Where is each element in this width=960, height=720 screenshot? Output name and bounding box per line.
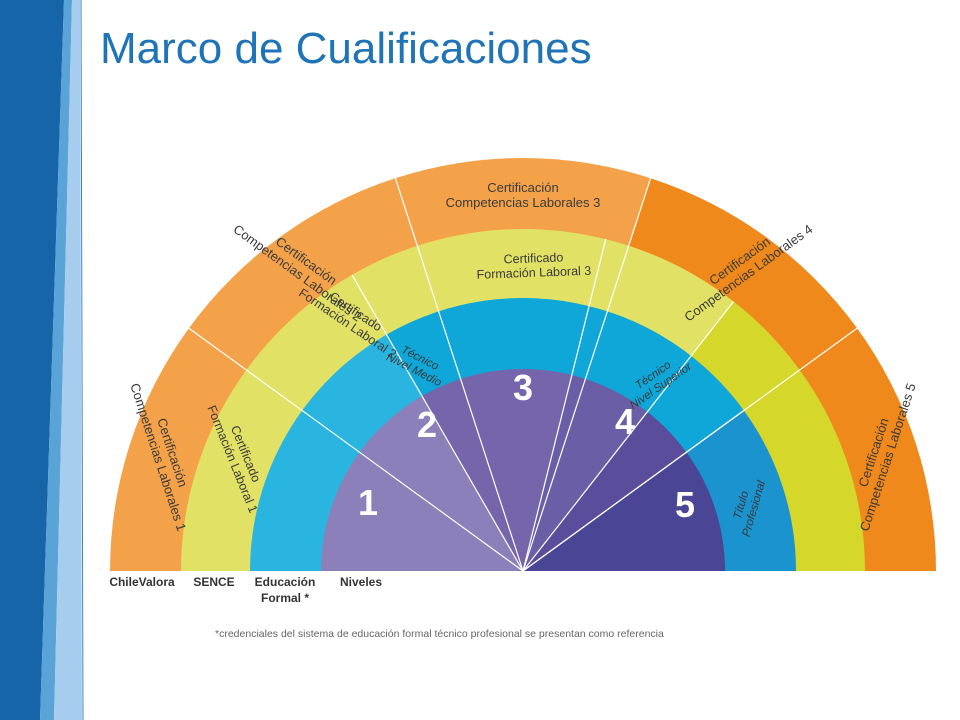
nivel-number-2: 2 [417,404,437,445]
nivel-segment-3 [523,375,648,571]
nivel-number-1: 1 [358,482,378,523]
nivel-segment-4 [523,411,687,571]
slide-title: Marco de Cualificaciones [100,24,592,73]
chilevalora-divider-2 [394,178,524,572]
chilevalora-label-3-line: Certificación [487,180,559,195]
ring-label-niveles: Niveles [340,575,382,589]
ring-label-educacion-1: Educación [255,575,316,589]
ring-label-educacion-2: Formal * [261,591,309,605]
footnote: *credenciales del sistema de educación f… [215,628,664,640]
inner-divider-1 [351,274,524,572]
nivel-segment-5 [523,452,725,571]
nivel-number-3: 3 [513,367,533,408]
inner-divider-4 [522,410,745,572]
nivel-segment-1 [321,396,523,571]
chilevalora-divider-3 [522,178,652,572]
sence-label-3-line: Formación Laboral 3 [476,264,591,282]
nivel-number-5: 5 [675,484,695,525]
sence-label-3-line: Certificado [503,250,563,266]
nivel-segment-2 [422,368,572,571]
nivel-number-4: 4 [615,401,635,442]
inner-divider-3 [522,301,735,572]
decor-stripe-medium [40,0,72,720]
decor-stripe-dark [0,0,64,720]
chilevalora-label-3-line: Competencias Laborales 3 [446,195,601,210]
chilevalora-divider-1 [188,327,524,572]
decor-stripe-light [54,0,82,720]
inner-divider-2 [522,239,607,572]
ring-label-sence: SENCE [193,575,234,589]
decor-line [80,0,84,720]
ring-label-chilevalora: ChileValora [109,575,175,589]
left-decoration [0,0,84,720]
